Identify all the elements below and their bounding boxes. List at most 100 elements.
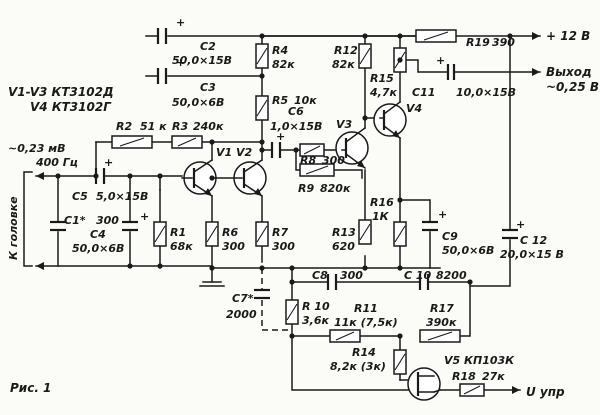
resistor-r7 bbox=[255, 221, 269, 247]
r5-value: 10к bbox=[294, 94, 317, 107]
resistor-r4 bbox=[255, 43, 269, 69]
c6-value: 1,0×15В bbox=[270, 120, 322, 133]
capacitor-c9: + bbox=[422, 208, 447, 232]
r13-value: 620 bbox=[332, 240, 355, 253]
c9-value: 50,0×6В bbox=[442, 244, 494, 257]
c12-name: C 12 bbox=[520, 234, 548, 247]
capacitor-c1 bbox=[50, 220, 66, 232]
r16-name: R16 bbox=[370, 196, 394, 209]
svg-text:+: + bbox=[438, 208, 447, 221]
c4-name: C4 bbox=[90, 228, 106, 241]
junctions bbox=[55, 33, 513, 339]
r17-value: 390к bbox=[426, 316, 457, 329]
v2-label: V2 bbox=[236, 146, 253, 159]
v3-label: V3 bbox=[336, 118, 353, 131]
c9-name: C9 bbox=[442, 230, 458, 243]
r8-value: 300 bbox=[322, 154, 345, 167]
r11-value: 11к (7,5к) bbox=[334, 316, 398, 329]
input-level: ~0,23 мВ bbox=[8, 142, 66, 155]
svg-text:+: + bbox=[436, 54, 445, 67]
r4-value: 82к bbox=[272, 58, 295, 71]
resistor-r10 bbox=[285, 299, 299, 325]
svg-text:+: + bbox=[176, 16, 185, 29]
input-side-label: К головке bbox=[7, 196, 20, 260]
c12-value: 20,0×15 В bbox=[500, 248, 564, 261]
resistor-r9 bbox=[299, 163, 335, 177]
r15-name: R15 bbox=[370, 72, 394, 85]
capacitor-c12: + bbox=[502, 218, 525, 240]
resistor-r12 bbox=[358, 43, 372, 69]
r3-value: 240к bbox=[193, 120, 224, 133]
capacitor-c3: + bbox=[156, 56, 185, 84]
input-arrow-icon bbox=[36, 172, 44, 180]
r1-value: 68к bbox=[170, 240, 193, 253]
capacitor-c6: + bbox=[270, 130, 285, 158]
r8-name: R8 bbox=[300, 154, 316, 167]
r1-name: R1 bbox=[170, 226, 186, 239]
transistor-v1 bbox=[181, 158, 217, 198]
resistor-r18 bbox=[459, 383, 485, 397]
transistor-v5 bbox=[407, 367, 441, 401]
r5-name: R5 bbox=[272, 94, 288, 107]
v5-label: V5 bbox=[444, 354, 461, 367]
figure-label: Рис. 1 bbox=[10, 381, 51, 395]
r2-name: R2 bbox=[116, 120, 132, 133]
v5-type: КП103К bbox=[464, 354, 515, 367]
svg-text:+: + bbox=[104, 156, 113, 169]
capacitor-c11: + bbox=[436, 54, 456, 80]
resistor-r6 bbox=[205, 221, 219, 247]
r14-name: R14 bbox=[352, 346, 376, 359]
supply-arrow-icon bbox=[532, 32, 540, 40]
r6-value: 300 bbox=[222, 240, 245, 253]
resistor-r17 bbox=[419, 329, 461, 343]
control-arrow-icon bbox=[512, 386, 520, 394]
c10-name: C 10 bbox=[404, 269, 432, 282]
c3-name: C3 bbox=[200, 81, 216, 94]
capacitor-c8 bbox=[326, 274, 338, 290]
resistor-r5 bbox=[255, 95, 269, 121]
r10-name: R 10 bbox=[302, 300, 330, 313]
r18-name: R18 bbox=[452, 370, 476, 383]
c11-value: 10,0×15В bbox=[456, 86, 516, 99]
output-label-1: Выход bbox=[546, 65, 592, 79]
transistor-v2 bbox=[211, 149, 267, 198]
c5-value: 5,0×15В bbox=[96, 190, 148, 203]
capacitor-c2: + bbox=[156, 16, 185, 44]
r11-name: R11 bbox=[354, 302, 378, 315]
svg-text:+: + bbox=[176, 56, 185, 69]
c6-name: C6 bbox=[288, 105, 304, 118]
r19-value: 390 bbox=[492, 36, 515, 49]
r10-value: 3,6к bbox=[302, 314, 329, 327]
c5-name: C5 bbox=[72, 190, 88, 203]
capacitor-c5: + bbox=[94, 156, 113, 184]
r7-value: 300 bbox=[272, 240, 295, 253]
supply-label: + 12 В bbox=[546, 29, 590, 43]
transistor-note-1: V1-V3 КТ3102Д bbox=[8, 85, 114, 99]
r17-name: R17 bbox=[430, 302, 454, 315]
r9-value: 820к bbox=[320, 182, 351, 195]
capacitor-c10 bbox=[418, 274, 430, 290]
svg-text:+: + bbox=[276, 130, 285, 143]
svg-text:+: + bbox=[140, 210, 149, 223]
c7-name: C7* bbox=[232, 292, 254, 305]
c11-name: C11 bbox=[412, 86, 435, 99]
r18-value: 27к bbox=[482, 370, 505, 383]
transistor-v4 bbox=[373, 100, 407, 140]
r13-name: R13 bbox=[332, 226, 356, 239]
transistor-note-2: V4 КТ3102Г bbox=[30, 100, 112, 114]
c2-name: C2 bbox=[200, 40, 216, 53]
c1-value: 300 bbox=[96, 214, 119, 227]
r12-value: 82к bbox=[332, 58, 355, 71]
r7-name: R7 bbox=[272, 226, 288, 239]
r4-name: R4 bbox=[272, 44, 288, 57]
capacitor-c4: + bbox=[122, 210, 149, 232]
c8-name: C8 bbox=[312, 269, 328, 282]
r15-value: 4,7к bbox=[369, 86, 397, 99]
r14-value: 8,2к (3к) bbox=[330, 360, 386, 373]
resistor-r19 bbox=[415, 29, 457, 43]
v1-label: V1 bbox=[216, 146, 232, 159]
r9-name: R9 bbox=[298, 182, 314, 195]
transistor-v3 bbox=[335, 126, 369, 170]
